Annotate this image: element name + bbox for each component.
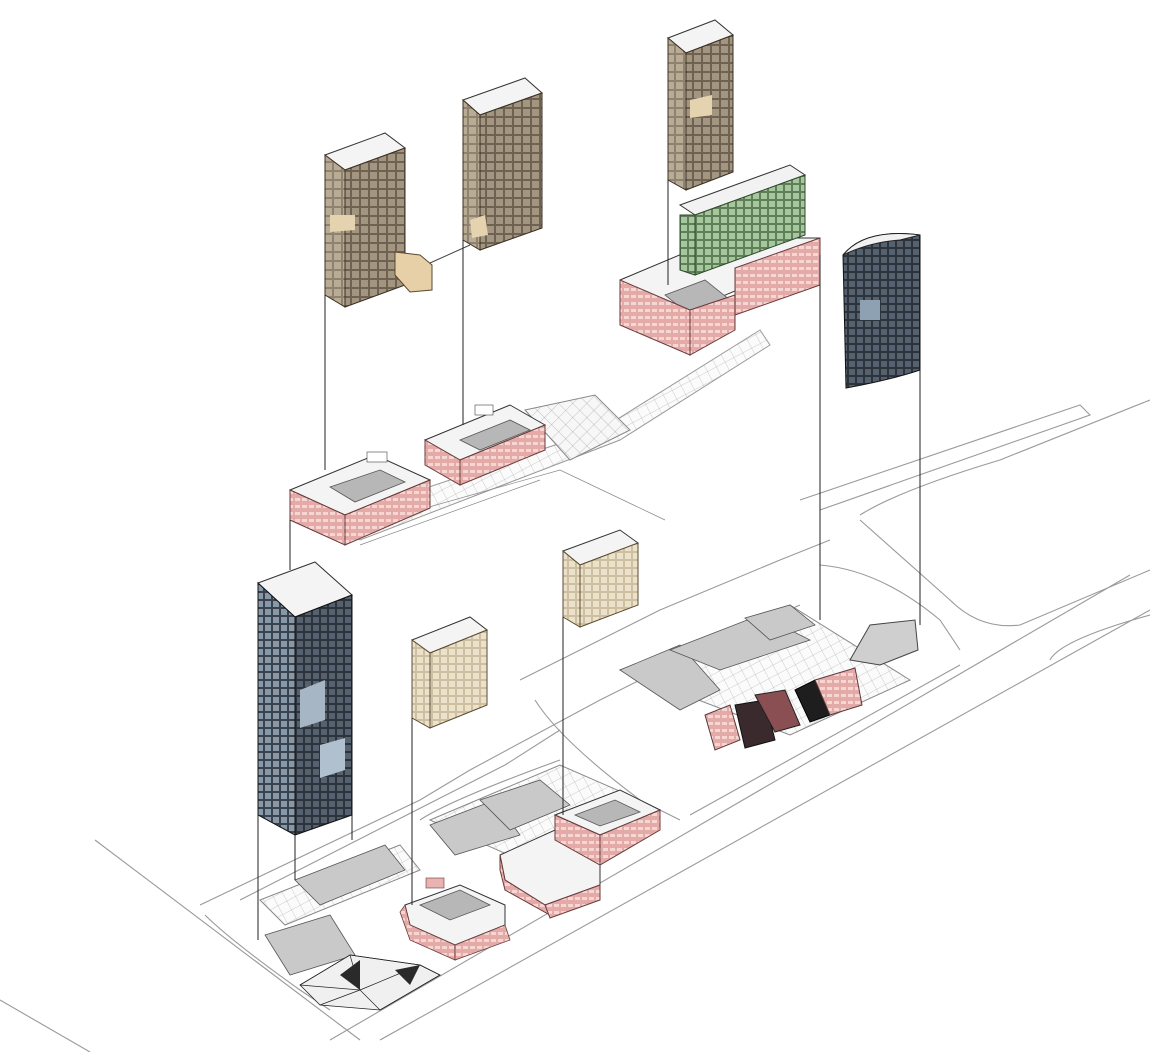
ground-level-site-plan	[0, 399, 1150, 1052]
beige-tower-right	[562, 529, 640, 628]
curved-plaza-canopy	[849, 619, 919, 666]
podium-block-middle	[423, 404, 547, 486]
beige-tower-left	[410, 616, 489, 729]
projection-leader-lines	[257, 180, 921, 940]
ground-podium-building-left	[399, 877, 511, 961]
elevated-podium-level	[288, 164, 821, 546]
ground-pavilion-cluster	[704, 667, 863, 751]
podium-block-right	[619, 237, 821, 356]
curved-glass-tower	[842, 233, 921, 389]
lower-towers	[257, 529, 640, 836]
upper-residential-towers	[323, 19, 921, 389]
tan-tower-1	[323, 132, 433, 308]
tan-tower-2	[462, 77, 543, 251]
ground-podium-building-middle	[499, 789, 662, 919]
podium-block-left	[288, 451, 432, 546]
glass-office-tower	[257, 561, 353, 836]
tan-tower-3	[667, 19, 734, 191]
diamond-paved-plaza	[524, 394, 631, 461]
green-slab-building	[678, 164, 807, 276]
